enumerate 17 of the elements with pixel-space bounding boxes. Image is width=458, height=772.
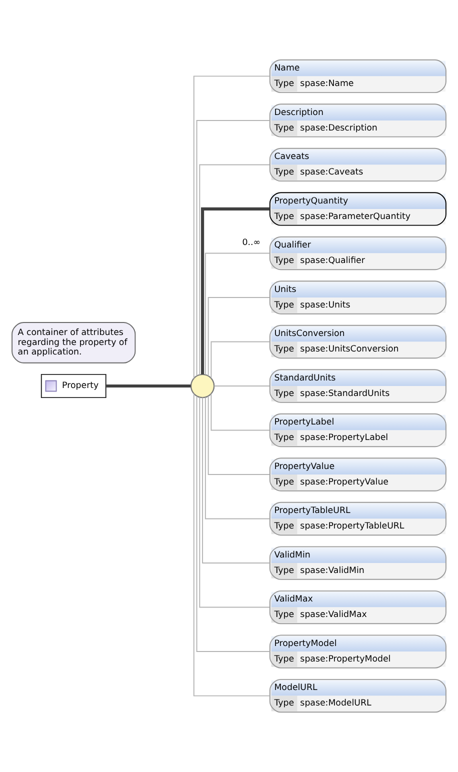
connector <box>204 252 270 376</box>
connector <box>210 393 270 431</box>
connector <box>208 396 270 475</box>
connector <box>196 396 270 652</box>
node-label: 0..∞ <box>242 238 260 248</box>
connector <box>193 393 270 696</box>
connector <box>202 397 270 564</box>
node-circle <box>190 374 215 398</box>
connector <box>199 164 270 376</box>
connector <box>106 384 191 388</box>
connector <box>196 120 270 376</box>
connector <box>208 297 270 376</box>
connector <box>210 341 270 379</box>
connector <box>199 396 270 608</box>
connector <box>201 207 270 374</box>
connector <box>204 396 270 520</box>
connector <box>193 76 270 379</box>
